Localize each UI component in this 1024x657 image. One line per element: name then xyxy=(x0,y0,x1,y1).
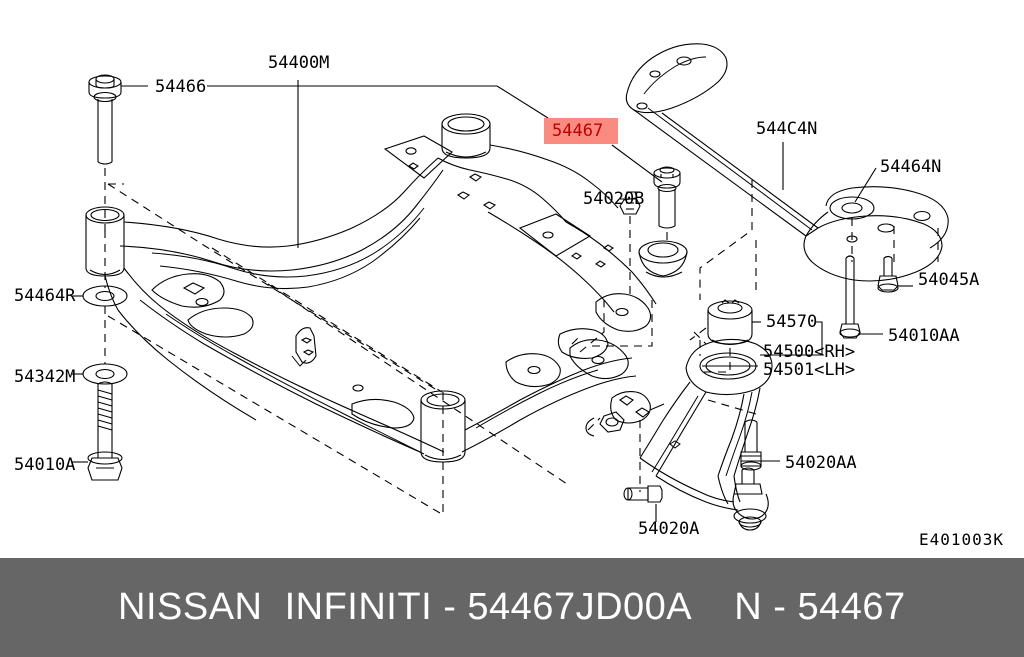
part-54500-transverse-link xyxy=(585,338,773,511)
mount-boss-54467 xyxy=(638,240,688,278)
ball-joint-assembly xyxy=(732,467,769,531)
callout-54045A: 54045A xyxy=(918,270,979,290)
part-54020AA-bolt xyxy=(740,419,762,471)
part-54020B-clip xyxy=(619,191,641,215)
footer-part-label: NISSAN INFINITI - 54467JD00A N - 54467 xyxy=(118,586,906,628)
callout-54020B: 54020B xyxy=(583,189,644,209)
callout-54500RH: 54500<RH> xyxy=(763,342,855,362)
part-54467-mount-bolt xyxy=(653,166,681,229)
callout-labels: 54400M 54466 544C4N 54464N 54020B 54045A… xyxy=(14,53,979,539)
leader-54570 xyxy=(752,321,823,356)
callout-54020A: 54020A xyxy=(638,519,699,539)
callout-54400M: 54400M xyxy=(268,53,329,73)
link-dash-left xyxy=(587,417,601,431)
diagram-reference-code: E401003K xyxy=(918,530,1004,549)
highlight-background xyxy=(544,118,618,144)
callout-54501LH: 54501<LH> xyxy=(763,360,855,380)
brace-alignment-dash-a xyxy=(699,180,753,300)
callout-54010AA: 54010AA xyxy=(888,326,960,346)
callout-54467-highlight[interactable]: 54467 xyxy=(544,118,618,144)
callout-54010A: 54010A xyxy=(14,455,75,475)
bushing-dash xyxy=(689,327,707,341)
part-544C4N-brace xyxy=(625,43,949,282)
callout-54464R: 54464R xyxy=(14,286,76,306)
part-54010AA-bolt xyxy=(839,255,861,339)
assembly-axis-54570 xyxy=(700,348,731,373)
footer-bar: NISSAN INFINITI - 54467JD00A N - 54467 xyxy=(0,558,1024,657)
callout-54464N: 54464N xyxy=(880,157,941,177)
leader-54466 xyxy=(121,85,549,119)
callout-54342M: 54342M xyxy=(14,367,75,387)
part-54466-bolt xyxy=(88,74,122,165)
part-54464R-washer xyxy=(82,285,128,307)
callout-54020AA: 54020AA xyxy=(785,453,857,473)
part-54400M-front-suspension-member xyxy=(85,113,688,463)
callout-544C4N: 544C4N xyxy=(756,119,817,139)
leader-54464N xyxy=(854,167,877,203)
callout-54467-label: 54467 xyxy=(552,121,603,141)
part-54010A-bolt xyxy=(87,381,123,481)
link-dash-upper xyxy=(693,331,707,356)
callout-54570: 54570 xyxy=(766,312,817,332)
part-54342M-washer xyxy=(82,363,128,385)
callout-54466: 54466 xyxy=(155,77,206,97)
projection-dashed-lines xyxy=(107,183,653,517)
part-54570-bushing xyxy=(707,299,753,346)
part-54020A-bolt xyxy=(623,485,663,503)
part-54045A-bolt xyxy=(877,255,899,293)
